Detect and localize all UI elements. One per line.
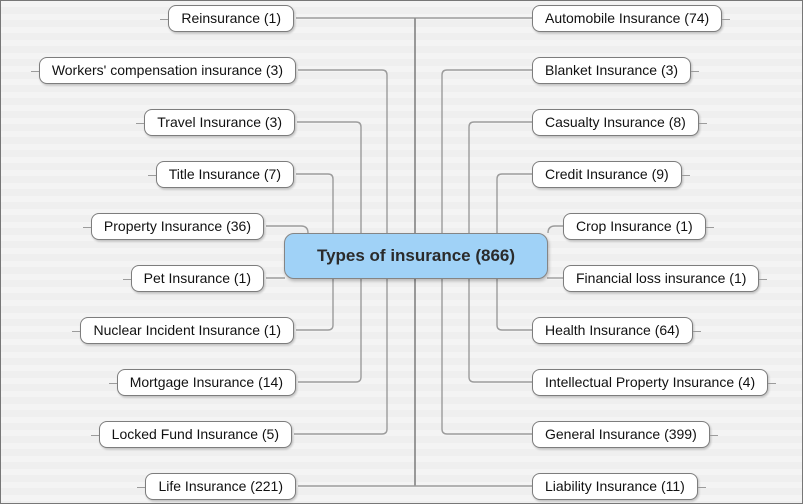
node-financial-loss-insurance[interactable]: Financial loss insurance (1) xyxy=(563,265,768,292)
node-travel-insurance[interactable]: Travel Insurance (3) xyxy=(136,109,295,136)
connector xyxy=(547,225,563,234)
node-locked-fund-insurance[interactable]: Locked Fund Insurance (5) xyxy=(90,421,292,448)
node-reinsurance[interactable]: Reinsurance (1) xyxy=(160,5,294,32)
node-crop-insurance[interactable]: Crop Insurance (1) xyxy=(563,213,714,240)
node-property-insurance[interactable]: Property Insurance (36) xyxy=(82,213,264,240)
node-mortgage-insurance[interactable]: Mortgage Insurance (14) xyxy=(108,369,296,396)
node-nuclear-incident-insurance[interactable]: Nuclear Incident Insurance (1) xyxy=(72,317,294,344)
node-general-insurance[interactable]: General Insurance (399) xyxy=(532,421,718,448)
node-title-insurance[interactable]: Title Insurance (7) xyxy=(147,161,294,188)
node-health-insurance[interactable]: Health Insurance (64) xyxy=(532,317,701,344)
node-pet-insurance[interactable]: Pet Insurance (1) xyxy=(122,265,264,292)
node-automobile-insurance[interactable]: Automobile Insurance (74) xyxy=(532,5,731,32)
node-blanket-insurance[interactable]: Blanket Insurance (3) xyxy=(532,57,700,84)
node-credit-insurance[interactable]: Credit Insurance (9) xyxy=(532,161,690,188)
node-workers-compensation-insurance[interactable]: Workers' compensation insurance (3) xyxy=(30,57,296,84)
node-intellectual-property-insurance[interactable]: Intellectual Property Insurance (4) xyxy=(532,369,777,396)
node-casualty-insurance[interactable]: Casualty Insurance (8) xyxy=(532,109,707,136)
node-life-insurance[interactable]: Life Insurance (221) xyxy=(137,473,296,500)
node-types-of-insurance-root[interactable]: Types of insurance (866) xyxy=(284,233,548,279)
node-liability-insurance[interactable]: Liability Insurance (11) xyxy=(532,473,706,500)
connector xyxy=(266,225,309,234)
